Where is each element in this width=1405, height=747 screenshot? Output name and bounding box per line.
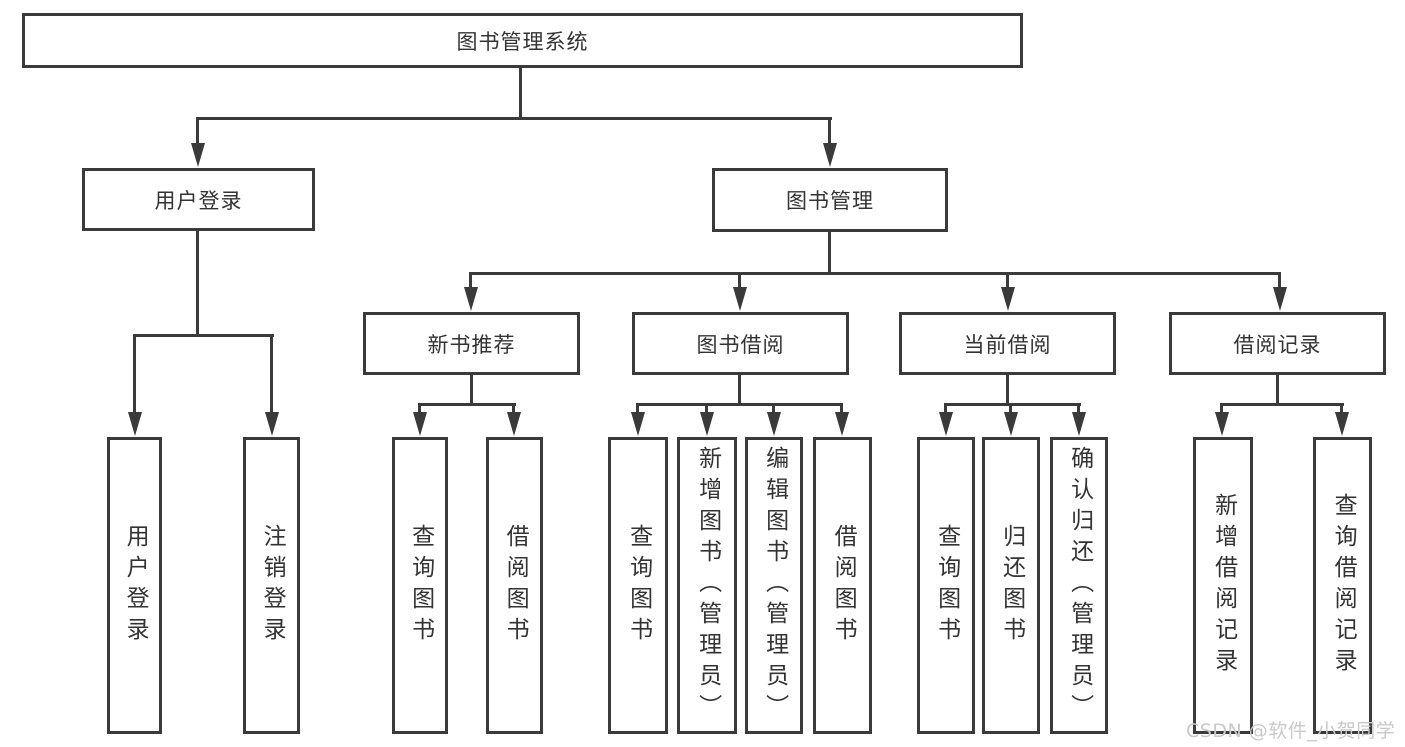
arrow-g4-leaf1-icon — [1215, 412, 1229, 436]
leaf-add-borrow-record: 新增借阅记录 — [1193, 437, 1253, 734]
node-new-books: 新书推荐 — [363, 312, 580, 375]
leaf-add-books-admin: 新增图书（管理员） — [677, 437, 737, 734]
connector-book-management-stem — [828, 232, 831, 275]
leaf-return-books-label: 归还图书 — [998, 523, 1025, 648]
leaf-edit-books-admin: 编辑图书（管理员） — [745, 437, 803, 734]
connector-g2-leaf1 — [636, 403, 639, 415]
arrow-g3-leaf3-icon — [1072, 412, 1086, 436]
csdn-watermark: CSDN @软件_小贺同学 — [1186, 720, 1396, 742]
connector-book-borrow-rail — [636, 403, 843, 406]
leaf-borrow-books-2: 借阅图书 — [813, 437, 872, 734]
connector-user-login-rail — [133, 334, 274, 337]
arrow-g1-leaf2-icon — [507, 412, 521, 436]
arrow-g3-leaf1-icon — [939, 412, 953, 436]
arrow-g1-leaf1-icon — [413, 412, 427, 436]
leaf-query-books-3-label: 查询图书 — [933, 523, 960, 648]
node-borrow-records: 借阅记录 — [1169, 312, 1386, 375]
node-book-management-label: 图书管理 — [786, 189, 874, 213]
connector-book-borrow-stem — [738, 375, 741, 406]
node-book-borrow: 图书借阅 — [632, 312, 849, 375]
connector-to-borrow-records — [1278, 272, 1281, 290]
arrow-g4-leaf2-icon — [1335, 412, 1349, 436]
arrow-g2-leaf2-icon — [700, 412, 714, 436]
node-new-books-label: 新书推荐 — [427, 332, 516, 357]
leaf-query-borrow-record: 查询借阅记录 — [1313, 437, 1372, 734]
arrow-leaf-logout-icon — [265, 412, 279, 436]
leaf-borrow-books-2-label: 借阅图书 — [830, 523, 857, 648]
connector-borrow-records-stem — [1276, 375, 1279, 406]
leaf-logout: 注销登录 — [243, 437, 300, 734]
connector-to-book-management — [828, 117, 831, 147]
connector-to-book-borrow — [738, 272, 741, 290]
leaf-query-books-2-label: 查询图书 — [625, 523, 652, 648]
leaf-query-books-3: 查询图书 — [917, 437, 975, 734]
arrow-current-borrow-icon — [1001, 287, 1015, 311]
connector-g1-leaf1 — [418, 403, 421, 415]
node-user-login-label: 用户登录 — [154, 188, 243, 213]
connector-g3-leaf2 — [1009, 403, 1012, 415]
arrow-new-books-icon — [464, 287, 478, 311]
leaf-user-login-label: 用户登录 — [122, 523, 149, 648]
connector-new-books-stem — [470, 375, 473, 406]
connector-g2-leaf4 — [840, 403, 843, 415]
connector-level1-rail — [197, 117, 832, 120]
connector-g3-leaf3 — [1077, 403, 1080, 415]
leaf-user-login: 用户登录 — [107, 437, 162, 734]
node-root-label: 图书管理系统 — [456, 29, 589, 54]
arrow-g2-leaf4-icon — [835, 412, 849, 436]
connector-g1-leaf2 — [512, 403, 515, 415]
arrow-book-borrow-icon — [733, 287, 747, 311]
connector-root-stem — [519, 68, 522, 118]
arrow-borrow-records-icon — [1273, 287, 1287, 311]
node-book-borrow-label: 图书借阅 — [696, 332, 785, 357]
arrow-g2-leaf3-icon — [767, 412, 781, 436]
leaf-logout-label: 注销登录 — [259, 523, 286, 648]
leaf-confirm-return-admin-label: 确认归还（管理员） — [1066, 446, 1093, 725]
connector-g2-leaf2 — [705, 403, 708, 415]
connector-to-leaf-logout — [270, 334, 273, 414]
leaf-return-books: 归还图书 — [982, 437, 1040, 734]
node-current-borrow: 当前借阅 — [899, 312, 1116, 375]
leaf-add-books-admin-label: 新增图书（管理员） — [694, 446, 721, 725]
connector-g3-leaf1 — [944, 403, 947, 415]
leaf-edit-books-admin-label: 编辑图书（管理员） — [761, 446, 788, 725]
node-book-management: 图书管理 — [712, 168, 948, 232]
node-current-borrow-label: 当前借阅 — [963, 332, 1052, 357]
connector-to-current-borrow — [1006, 272, 1009, 290]
connector-level3-rail — [469, 272, 1281, 275]
connector-current-borrow-rail — [944, 403, 1081, 406]
connector-user-login-stem — [196, 231, 199, 337]
arrow-book-management-icon — [823, 143, 837, 167]
connector-g2-leaf3 — [772, 403, 775, 415]
arrow-leaf-login-icon — [128, 412, 142, 436]
leaf-query-books-1: 查询图书 — [392, 437, 448, 734]
connector-g4-leaf1 — [1220, 403, 1223, 415]
node-borrow-records-label: 借阅记录 — [1233, 332, 1322, 357]
connector-borrow-records-rail — [1220, 403, 1344, 406]
leaf-query-borrow-record-label: 查询借阅记录 — [1330, 492, 1357, 679]
arrow-user-login-icon — [191, 143, 205, 167]
connector-to-user-login — [196, 117, 199, 147]
leaf-confirm-return-admin: 确认归还（管理员） — [1050, 437, 1108, 734]
leaf-add-borrow-record-label: 新增借阅记录 — [1210, 492, 1237, 679]
arrow-g2-leaf1-icon — [631, 412, 645, 436]
connector-g4-leaf2 — [1340, 403, 1343, 415]
leaf-query-books-2: 查询图书 — [608, 437, 668, 734]
connector-new-books-rail — [418, 403, 516, 406]
arrow-g3-leaf2-icon — [1004, 412, 1018, 436]
connector-to-leaf-login — [133, 334, 136, 414]
node-user-login: 用户登录 — [82, 168, 315, 231]
connector-current-borrow-stem — [1006, 375, 1009, 406]
connector-to-new-books — [469, 272, 472, 290]
leaf-borrow-books-1-label: 借阅图书 — [502, 523, 529, 648]
node-root-library-system: 图书管理系统 — [22, 13, 1023, 68]
leaf-query-books-1-label: 查询图书 — [407, 523, 434, 648]
leaf-borrow-books-1: 借阅图书 — [486, 437, 543, 734]
